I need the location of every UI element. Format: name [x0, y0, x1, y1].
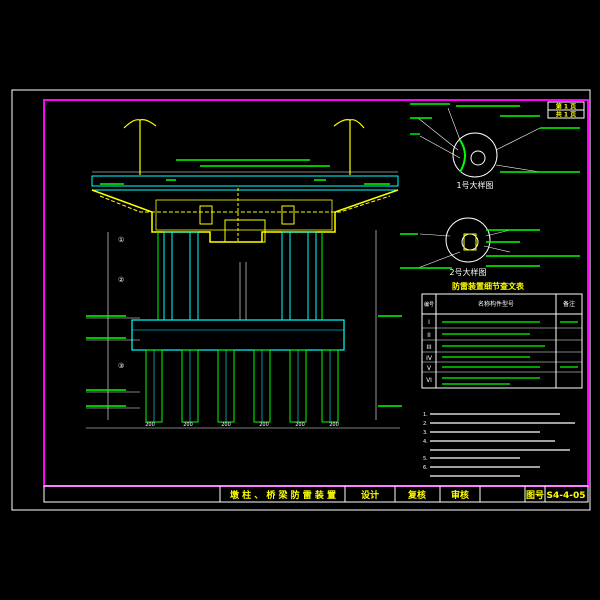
svg-text:200: 200: [259, 422, 269, 428]
section-marker-icon: [445, 217, 491, 263]
box-girder: [91, 189, 399, 243]
parts-table: 防雷装置细节查文表 编号 名称构件型号 备注 I II III IV V VI: [421, 281, 583, 389]
detail-2: 2号大样图: [400, 217, 580, 277]
note-item: 3.: [423, 430, 428, 436]
piles: [145, 349, 339, 423]
bridge-elevation: 200 200 200 200 200 200 ① ② ③: [86, 119, 402, 429]
detail-2-label: 2号大样图: [449, 267, 486, 277]
detail-1-label: 1号大样图: [456, 180, 493, 190]
detail-1: 1号大样图: [410, 103, 580, 190]
svg-text:200: 200: [221, 422, 231, 428]
note-item: 1.: [423, 412, 428, 418]
table-header-name: 名称构件型号: [478, 300, 514, 308]
pile-cap: [131, 319, 345, 351]
svg-text:200: 200: [295, 422, 305, 428]
table-header-note: 备注: [563, 300, 575, 308]
svg-text:200: 200: [329, 422, 339, 428]
page-box: 第 1 页 共 1 页: [547, 101, 585, 119]
note-item: 6.: [423, 465, 428, 471]
title-block: 墩 柱 、 桥 梁 防 雷 装 置 设计 复核 审核 图号 S4-4-05: [43, 485, 589, 503]
callout-marks: ① ② ③: [118, 236, 124, 370]
table-title: 防雷装置细节查文表: [452, 281, 525, 291]
drawing-no: S4-4-05: [546, 491, 585, 501]
table-row: VI: [426, 377, 432, 384]
note-item: 2.: [423, 421, 428, 427]
table-row: III: [426, 344, 432, 351]
designed-label: 设计: [361, 489, 379, 501]
svg-text:②: ②: [118, 276, 124, 284]
page-line-2: 共 1 页: [556, 111, 576, 119]
drawing-no-label: 图号: [526, 490, 544, 501]
section-marker-icon: [452, 132, 498, 178]
table-row: II: [427, 332, 431, 339]
notes: 1. 2. 3. 4. 5. 6.: [423, 412, 575, 477]
note-item: 4.: [423, 439, 428, 445]
reviewed-label: 审核: [451, 489, 469, 501]
table-row: V: [427, 365, 432, 372]
lightning-rod-icon: [123, 119, 365, 175]
svg-text:200: 200: [183, 422, 193, 428]
checked-label: 复核: [407, 489, 426, 501]
outer-frame: [11, 89, 591, 511]
table-header-no: 编号: [424, 301, 434, 308]
table-row: IV: [426, 355, 433, 362]
bottom-dims: 200 200 200 200 200 200: [145, 422, 339, 428]
note-item: 5.: [423, 456, 428, 462]
page-line-1: 第 1 页: [555, 103, 576, 111]
drawing-title: 墩 柱 、 桥 梁 防 雷 装 置: [230, 489, 336, 501]
svg-text:③: ③: [118, 362, 124, 370]
svg-text:①: ①: [118, 236, 124, 244]
svg-text:200: 200: [145, 422, 155, 428]
table-row: I: [428, 319, 430, 326]
deck-slab: [91, 175, 399, 187]
